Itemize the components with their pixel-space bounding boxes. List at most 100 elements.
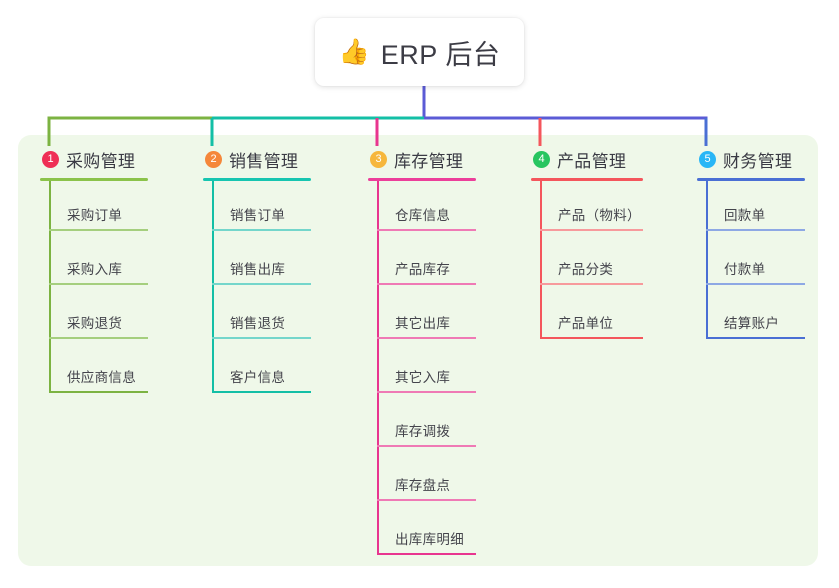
branch-item-underline <box>377 499 476 501</box>
branch-item-underline <box>49 337 148 339</box>
branch-item-label: 出库库明细 <box>395 532 464 547</box>
branch-items: 回款单付款单结算账户 <box>697 181 805 343</box>
branch-item-label: 其它入库 <box>395 370 451 385</box>
root-node-content: 👍 ERP 后台 <box>339 33 501 72</box>
branch-item-underline <box>212 229 311 231</box>
branch-header-underline <box>40 178 148 181</box>
branch-item[interactable]: 采购退货 <box>40 289 148 343</box>
branch-title: 库存管理 <box>394 152 464 171</box>
branch-item-underline <box>377 229 476 231</box>
branch-item-underline <box>377 283 476 285</box>
branch-item-label: 付款单 <box>724 262 766 277</box>
branch-column-4: 4 产品管理产品（物料） 产品分类产品单位 <box>531 147 643 343</box>
branch-item[interactable]: 供应商信息 <box>40 343 148 397</box>
branch-spine <box>706 181 708 339</box>
branch-item[interactable]: 结算账户 <box>697 289 805 343</box>
branch-item-underline <box>377 337 476 339</box>
root-title: ERP 后台 <box>380 39 501 70</box>
branch-item-underline <box>377 391 476 393</box>
branch-title: 采购管理 <box>66 152 136 171</box>
branch-spine <box>212 181 214 393</box>
branch-item-label: 回款单 <box>724 208 766 223</box>
branch-header-underline <box>531 178 643 181</box>
branch-spine <box>49 181 51 393</box>
branch-item-underline <box>706 283 805 285</box>
branch-item-underline <box>49 283 148 285</box>
branch-item-label: 其它出库 <box>395 316 451 331</box>
branch-item[interactable]: 销售订单 <box>203 181 311 235</box>
branch-item-label: 采购入库 <box>67 262 123 277</box>
branch-item[interactable]: 其它出库 <box>368 289 476 343</box>
branch-header-underline <box>697 178 805 181</box>
branch-title: 产品管理 <box>557 152 627 171</box>
branch-header-underline <box>368 178 476 181</box>
branch-item-underline <box>377 445 476 447</box>
branch-title: 销售管理 <box>229 152 299 171</box>
branch-item-label: 结算账户 <box>724 316 780 331</box>
branch-item-underline <box>212 283 311 285</box>
branch-number-badge: 5 <box>699 151 716 168</box>
branch-header-2[interactable]: 2 销售管理 <box>203 147 311 172</box>
branch-item[interactable]: 仓库信息 <box>368 181 476 235</box>
branch-item-label: 产品库存 <box>395 262 451 277</box>
branch-item-underline <box>540 337 643 339</box>
branch-item-underline <box>49 391 148 393</box>
branch-item[interactable]: 回款单 <box>697 181 805 235</box>
branch-item-label: 产品单位 <box>558 316 614 331</box>
branch-item-underline <box>706 229 805 231</box>
branch-items: 销售订单销售出库销售退货客户信息 <box>203 181 311 397</box>
branch-item[interactable]: 销售退货 <box>203 289 311 343</box>
branch-header-3[interactable]: 3 库存管理 <box>368 147 476 172</box>
branch-item-label: 采购订单 <box>67 208 123 223</box>
branch-items: 仓库信息产品库存其它出库其它入库库存调拨库存盘点出库库明细 <box>368 181 476 559</box>
branch-item[interactable]: 销售出库 <box>203 235 311 289</box>
branch-item-underline <box>212 337 311 339</box>
root-node[interactable]: 👍 ERP 后台 <box>315 18 524 86</box>
branch-item[interactable]: 产品单位 <box>531 289 643 343</box>
branch-item-label: 客户信息 <box>230 370 286 385</box>
branch-item[interactable]: 产品（物料） <box>531 181 643 235</box>
branch-item-underline <box>377 553 476 555</box>
branch-item[interactable]: 产品库存 <box>368 235 476 289</box>
branch-item-label: 采购退货 <box>67 316 123 331</box>
branch-item[interactable]: 付款单 <box>697 235 805 289</box>
thumbs-up-icon: 👍 <box>338 37 370 66</box>
branch-spine <box>377 181 379 555</box>
branch-item[interactable]: 产品分类 <box>531 235 643 289</box>
branch-spine <box>540 181 542 339</box>
branch-item-label: 仓库信息 <box>395 208 451 223</box>
branch-header-4[interactable]: 4 产品管理 <box>531 147 643 172</box>
branch-item-underline <box>540 229 643 231</box>
branch-item-underline <box>706 337 805 339</box>
branch-items: 产品（物料） 产品分类产品单位 <box>531 181 643 343</box>
branch-header-underline <box>203 178 311 181</box>
branch-column-2: 2 销售管理销售订单销售出库销售退货客户信息 <box>203 147 311 397</box>
branch-item-label: 产品分类 <box>558 262 614 277</box>
branch-item-underline <box>540 283 643 285</box>
branch-item-label: 库存调拨 <box>395 424 451 439</box>
branch-column-3: 3 库存管理仓库信息产品库存其它出库其它入库库存调拨库存盘点出库库明细 <box>368 147 476 559</box>
branch-items: 采购订单采购入库采购退货供应商信息 <box>40 181 148 397</box>
branch-item[interactable]: 库存盘点 <box>368 451 476 505</box>
branch-item[interactable]: 出库库明细 <box>368 505 476 559</box>
branch-item-label: 产品（物料） <box>558 208 641 223</box>
branch-item[interactable]: 库存调拨 <box>368 397 476 451</box>
branch-number-badge: 4 <box>533 151 550 168</box>
branch-header-5[interactable]: 5 财务管理 <box>697 147 805 172</box>
branch-item-label: 销售退货 <box>230 316 286 331</box>
branch-item[interactable]: 客户信息 <box>203 343 311 397</box>
branch-item-label: 供应商信息 <box>67 370 136 385</box>
branch-item-label: 销售出库 <box>230 262 286 277</box>
branch-item-underline <box>212 391 311 393</box>
branch-item[interactable]: 采购订单 <box>40 181 148 235</box>
branch-number-badge: 3 <box>370 151 387 168</box>
branch-item[interactable]: 采购入库 <box>40 235 148 289</box>
branch-title: 财务管理 <box>723 152 793 171</box>
branch-item[interactable]: 其它入库 <box>368 343 476 397</box>
branch-column-5: 5 财务管理回款单付款单结算账户 <box>697 147 805 343</box>
branch-number-badge: 2 <box>205 151 222 168</box>
branch-item-label: 库存盘点 <box>395 478 451 493</box>
